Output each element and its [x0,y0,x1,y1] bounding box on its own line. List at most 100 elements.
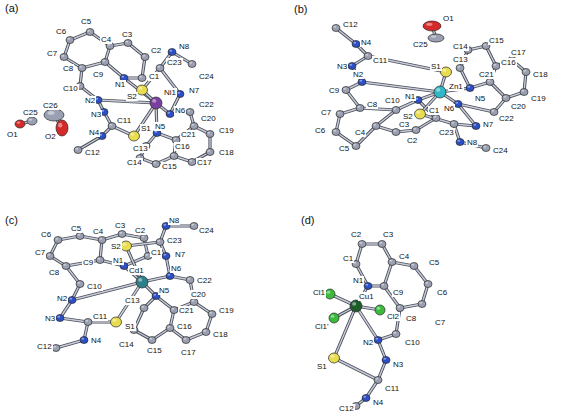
atom-label: C25 [412,40,429,49]
atom-highlight [63,264,66,266]
atom-highlight [107,44,110,46]
atom-highlight [331,315,335,318]
atom-label: C14 [126,158,143,167]
atom-label: C3 [121,30,133,39]
atom-ellipsoid [434,86,446,98]
atom-ellipsoid [432,115,440,122]
atom-label: C6 [55,27,67,36]
atom-ellipsoid [456,65,464,72]
atom-ellipsoid [190,123,198,130]
atom-label: C3 [382,230,394,239]
atom-highlight [119,232,122,234]
atom-label: C15 [488,36,505,45]
atom-ellipsoid [358,241,366,248]
atom-highlight [189,62,192,64]
atom-highlight [359,80,362,82]
atom-ellipsoid [466,85,474,92]
atom-highlight [357,106,360,108]
atom-label: C18 [218,148,235,157]
atom-label: C1 [428,106,440,115]
atom-label: C17 [180,348,197,357]
atom-label: Ni1 [163,88,177,97]
bond-outline [56,340,84,348]
atom-label: N8 [168,216,180,225]
atom-highlight [61,55,64,57]
atom-label: C11 [116,116,132,125]
atom-highlight [79,66,82,68]
atom-ellipsoid [356,105,364,112]
atom-highlight [365,54,368,56]
atom-ellipsoid [68,297,76,304]
atom-label: S2 [402,112,414,121]
atom-ellipsoid [148,337,156,344]
atom-ellipsoid [450,121,458,128]
atom-label: C17 [510,48,527,57]
atom-label: N2 [84,96,96,105]
atom-ellipsoid [170,307,178,314]
atom-label: C24 [198,72,215,81]
atom-label: N4 [372,398,384,407]
atom-highlight [379,242,382,244]
atom-label: C10 [86,282,103,291]
atom-highlight [353,144,356,146]
atom-highlight [152,99,156,103]
atom-highlight [167,326,170,328]
atom-ellipsoid [388,259,396,266]
atom-ellipsoid [60,54,68,61]
atom-ellipsoid [202,329,210,336]
atom-highlight [163,224,166,226]
atom-ellipsoid [424,281,432,288]
atom-highlight [523,70,526,72]
atom-label: Cd1 [128,266,145,275]
atom-ellipsoid [392,129,400,136]
atom-label: N2 [352,70,364,79]
atom-ellipsoid [329,313,339,323]
atom-highlight [393,108,396,110]
atom-ellipsoid [428,34,444,42]
atom-ellipsoid [410,263,418,270]
atom-ellipsoid [96,257,104,264]
atom-highlight [177,92,180,94]
atom-highlight [67,38,70,40]
atom-ellipsoid [441,67,452,77]
atom-ellipsoid [186,277,194,284]
atom-highlight [419,302,422,304]
atom-highlight [393,332,396,334]
atom-label: C25 [22,108,39,117]
atom-highlight [442,69,446,72]
atom-highlight [363,396,366,398]
bond-outline [368,56,446,72]
atom-label: C16 [176,322,193,331]
atom-label: C4 [398,252,410,261]
atom-label: N7 [482,120,494,129]
atom-ellipsoid [486,79,494,86]
bond [116,282,142,322]
atom-label: C12 [342,20,359,29]
atom-highlight [431,35,437,37]
atom-ellipsoid [52,345,60,352]
atom-ellipsoid [166,325,174,332]
atom-ellipsoid [186,109,194,116]
atom-label: C11 [372,56,388,65]
atom-highlight [153,162,156,164]
atom-highlight [327,291,331,294]
atom-highlight [333,130,336,132]
atom-highlight [171,154,174,156]
atom-label: Zn1 [448,82,464,91]
atom-ellipsoid [188,159,196,166]
atom-label: C19 [218,306,235,315]
atom-label: C19 [218,126,235,135]
atom-label: C7 [46,49,58,58]
atom-ellipsoid [206,131,214,138]
atom-ellipsoid [137,85,148,95]
atom-label: C19 [530,94,547,103]
atom-ellipsoid [380,283,388,290]
atom-ellipsoid [138,75,146,82]
atom-highlight [99,238,102,240]
atom-label: C5 [80,17,92,26]
atom-label: C2 [150,46,162,55]
atom-label: C9 [328,86,340,95]
atom-highlight [191,124,194,126]
atom-highlight [483,44,486,46]
atom-highlight [416,111,420,114]
